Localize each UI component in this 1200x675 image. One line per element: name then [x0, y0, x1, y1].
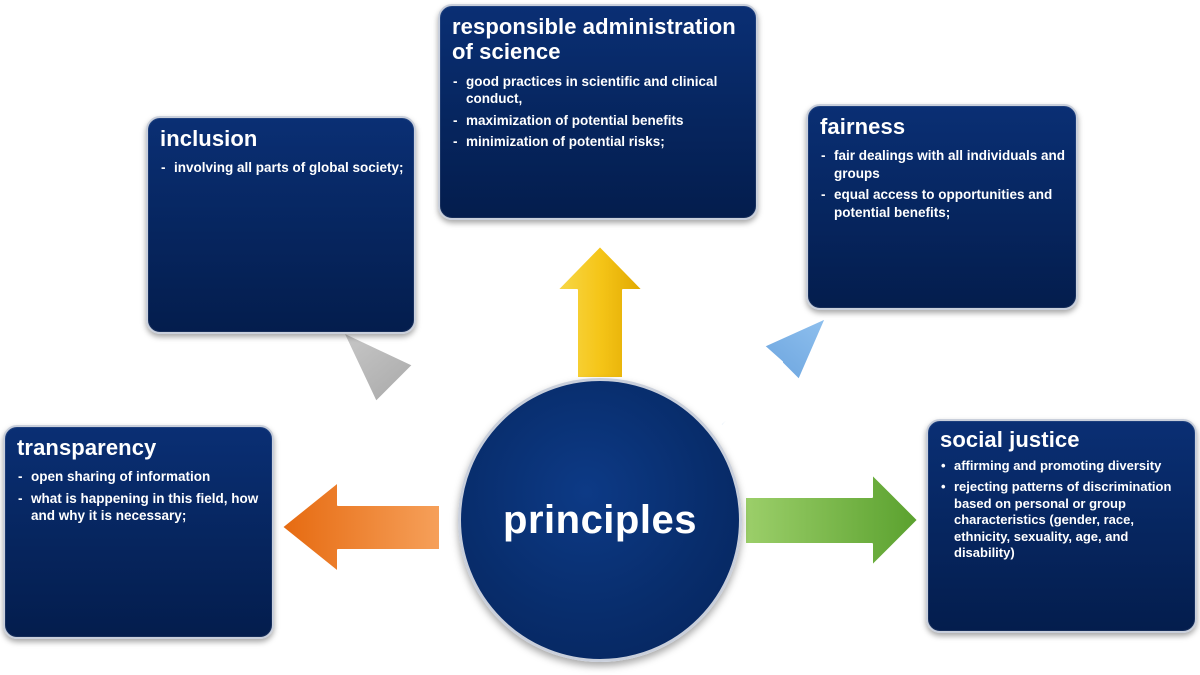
list-item: maximization of potential benefits — [452, 112, 746, 130]
arrow-left — [281, 481, 441, 573]
center-circle: principles — [458, 378, 742, 662]
box-inclusion: inclusion involving all parts of global … — [146, 116, 416, 334]
list-item: involving all parts of global society; — [160, 159, 404, 177]
box-transparency: transparency open sharing of information… — [3, 425, 274, 639]
list-item: equal access to opportunities and potent… — [820, 186, 1066, 221]
box-social-justice: social justice affirming and promoting d… — [926, 419, 1197, 633]
box-fairness: fairness fair dealings with all individu… — [806, 104, 1078, 310]
list-item: minimization of potential risks; — [452, 133, 746, 151]
arrow-up-right — [690, 317, 827, 427]
box-social-justice-title: social justice — [940, 427, 1080, 452]
box-responsible-administration: responsible administration of science go… — [438, 4, 758, 220]
list-item: what is happening in this field, how and… — [17, 490, 262, 525]
box-inclusion-title: inclusion — [160, 126, 258, 151]
arrow-right — [744, 473, 919, 567]
arrow-up-left — [342, 331, 485, 449]
box-responsible-title: responsible administration of science — [452, 14, 736, 65]
list-item: fair dealings with all individuals and g… — [820, 147, 1066, 182]
box-fairness-title: fairness — [820, 114, 906, 139]
box-transparency-title: transparency — [17, 435, 157, 460]
center-label: principles — [503, 497, 697, 542]
list-item: rejecting patterns of discrimination bas… — [940, 479, 1185, 562]
list-item: good practices in scientific and clinica… — [452, 73, 746, 108]
arrow-up — [556, 245, 644, 379]
list-item: affirming and promoting diversity — [940, 458, 1185, 475]
list-item: open sharing of information — [17, 468, 262, 486]
